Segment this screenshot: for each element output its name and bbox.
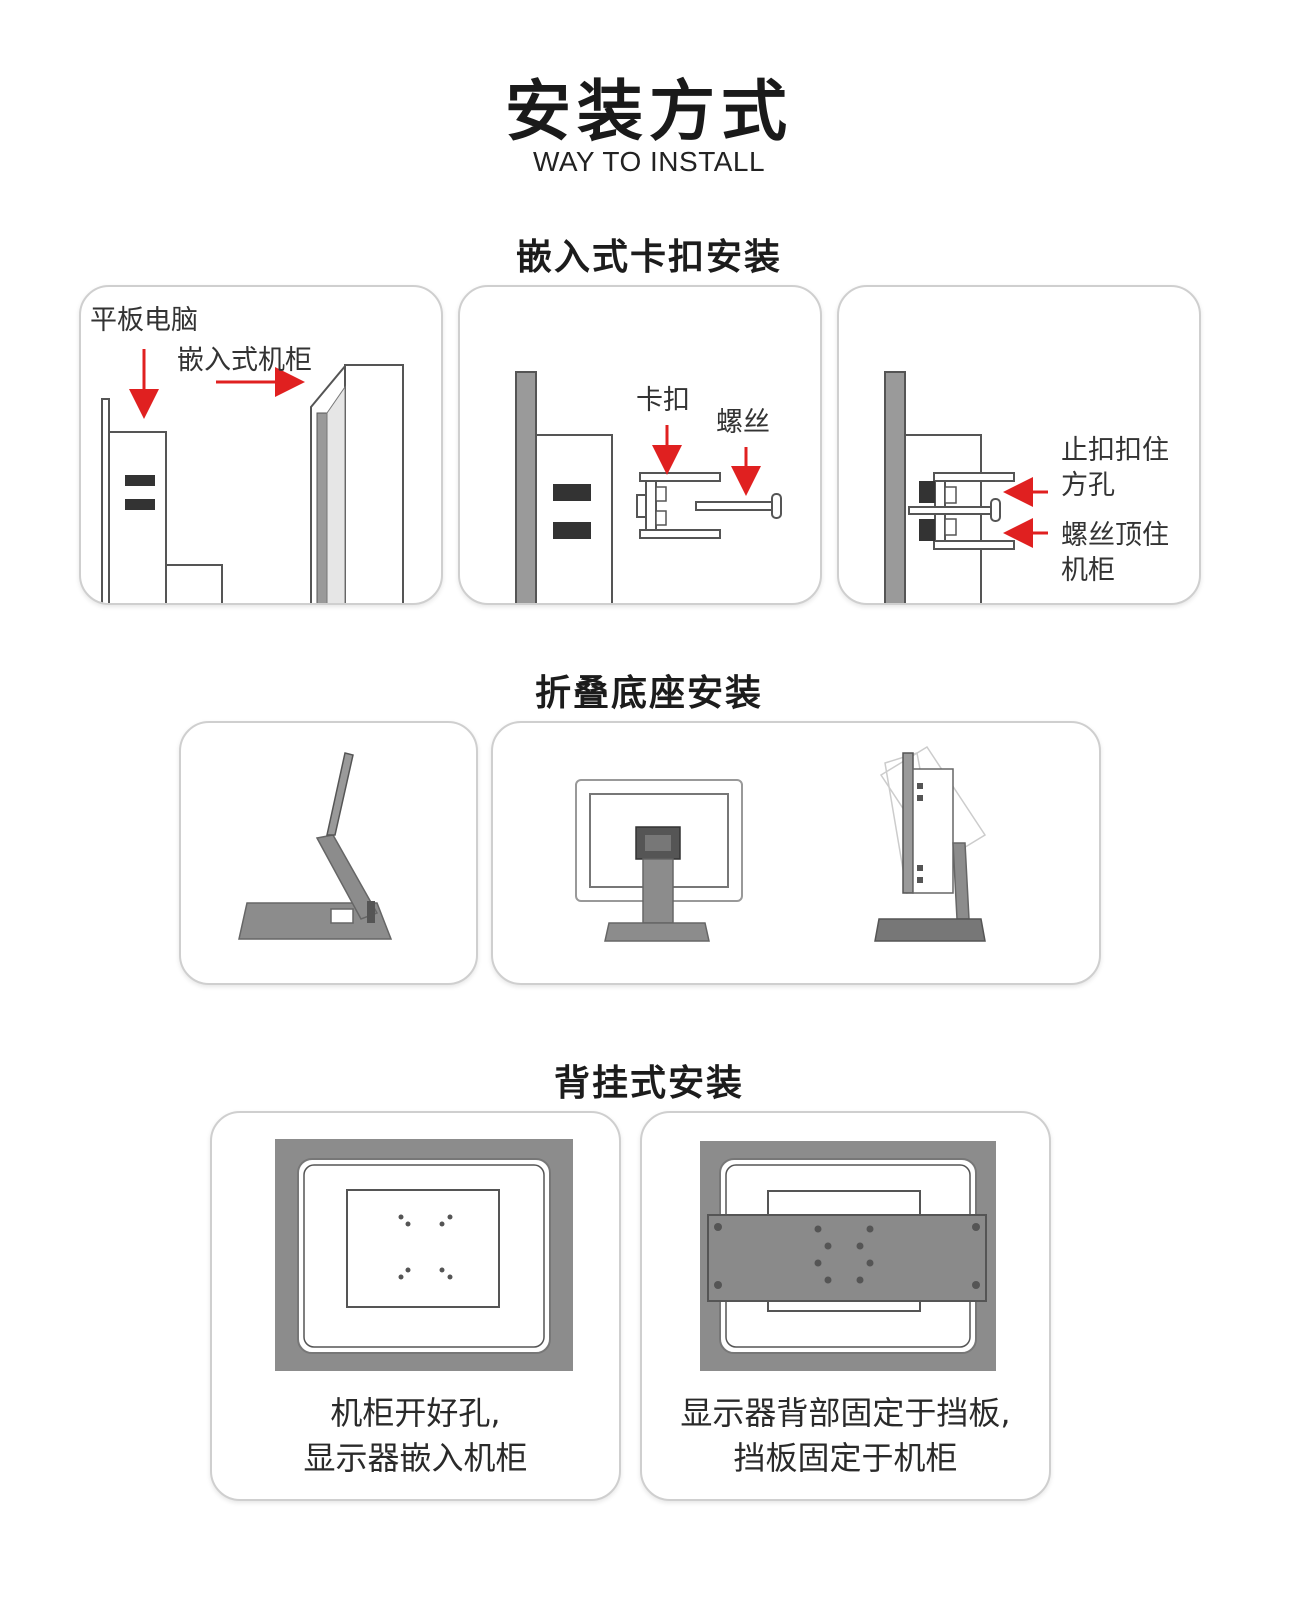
cabinet-side-view bbox=[310, 364, 404, 603]
tablet-label: 平板电脑 bbox=[90, 305, 198, 336]
screw-top-label-line1: 螺丝顶住 bbox=[1061, 520, 1169, 551]
page-title: 安装方式 bbox=[505, 73, 793, 150]
section-title-folding: 折叠底座安装 bbox=[534, 673, 763, 714]
locked-clip-illustration bbox=[884, 371, 1048, 603]
screw-top-label: 螺丝顶住 机柜 bbox=[1061, 518, 1169, 588]
wall-mount-card-cabinet: 机柜开好孔, 显示器嵌入机柜 bbox=[210, 1111, 621, 1501]
clip-screw-illustration bbox=[515, 371, 782, 603]
clip-hole-label: 止扣扣住 方孔 bbox=[1061, 433, 1169, 503]
folding-stand-front-tilt-card bbox=[491, 721, 1101, 985]
screw-part bbox=[695, 493, 782, 519]
tablet-side-view bbox=[884, 371, 982, 603]
wall-mount-card-bracket: 显示器背部固定于挡板, 挡板固定于机柜 bbox=[640, 1111, 1051, 1501]
clip-hole-label-line2: 方孔 bbox=[1061, 470, 1115, 502]
clip-hole-label-line1: 止扣扣住 bbox=[1061, 435, 1169, 466]
section-title-embedded: 嵌入式卡扣安装 bbox=[515, 237, 782, 278]
cabinet-label: 嵌入式机柜 bbox=[177, 345, 312, 376]
wall-mount-caption-2: 显示器背部固定于挡板, 挡板固定于机柜 bbox=[642, 1391, 1049, 1482]
folding-stand-front-tilt-illustration bbox=[575, 745, 987, 942]
embedded-panel-tablet-cabinet: 平板电脑 嵌入式机柜 bbox=[79, 285, 443, 605]
folding-stand-side-illustration bbox=[238, 752, 393, 940]
cabinet-with-holes-illustration bbox=[275, 1139, 573, 1371]
stand-arm bbox=[315, 834, 379, 920]
clip-installed bbox=[908, 472, 1015, 550]
wall-mount-caption-1: 机柜开好孔, 显示器嵌入机柜 bbox=[212, 1391, 619, 1482]
section-title-wall: 背挂式安装 bbox=[553, 1063, 744, 1104]
monitor-front-view bbox=[575, 779, 743, 942]
embedded-panel-clip-screw: 卡扣 螺丝 bbox=[458, 285, 822, 605]
clip-label: 卡扣 bbox=[636, 385, 690, 416]
caption-line: 显示器背部固定于挡板, bbox=[680, 1394, 1011, 1432]
folding-stand-side-card bbox=[179, 721, 478, 985]
monitor-tilt-view bbox=[874, 745, 987, 942]
tablet-side-view bbox=[101, 398, 223, 603]
tablet-side-view bbox=[515, 371, 613, 603]
mounting-bracket bbox=[707, 1214, 987, 1302]
caption-line: 显示器嵌入机柜 bbox=[303, 1439, 528, 1478]
embedded-panel-locked: 止扣扣住 方孔 螺丝顶住 机柜 bbox=[837, 285, 1201, 605]
tablet-cabinet-illustration bbox=[101, 349, 404, 603]
monitor-tilted bbox=[326, 752, 354, 836]
screw-top-label-line2: 机柜 bbox=[1061, 555, 1115, 587]
caption-line: 机柜开好孔, bbox=[330, 1394, 501, 1432]
vesa-mount-area bbox=[346, 1189, 500, 1308]
caption-line: 挡板固定于机柜 bbox=[733, 1439, 958, 1478]
bracket-mount-illustration bbox=[700, 1141, 996, 1371]
page-subtitle: WAY TO INSTALL bbox=[532, 146, 766, 177]
clip-part bbox=[636, 472, 721, 539]
screw-label: 螺丝 bbox=[716, 407, 770, 438]
